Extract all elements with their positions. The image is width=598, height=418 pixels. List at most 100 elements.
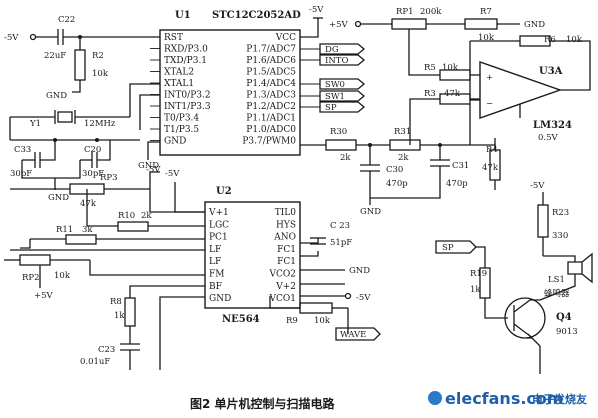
u1-left-pin-8: T1/P3.5 bbox=[164, 125, 199, 135]
c23-value: 0.01uF bbox=[80, 357, 110, 367]
c31-ref: C31 bbox=[452, 161, 469, 171]
tag-sw0: SW0 bbox=[300, 78, 366, 90]
r9-body bbox=[299, 302, 333, 314]
r23-ref: R23 bbox=[552, 208, 569, 218]
u3a-vneg: 0.5V bbox=[538, 133, 559, 143]
c22-value: 22uF bbox=[44, 51, 66, 61]
u1-left-pin-6: INT1/P3.3 bbox=[164, 102, 211, 112]
u2-part: NE564 bbox=[222, 314, 260, 325]
c23b-value: 51pF bbox=[330, 238, 352, 248]
svg-text:WAVE: WAVE bbox=[340, 330, 366, 340]
u2-right-pin-2: ANO bbox=[273, 233, 296, 243]
ls1-ref: LS1 bbox=[548, 275, 565, 285]
r4-value: 47k bbox=[482, 163, 499, 173]
r8-ref: R8 bbox=[110, 297, 122, 307]
rp2-net: +5V bbox=[34, 291, 54, 301]
r3-ref: R3 bbox=[424, 89, 436, 99]
svg-text:DG: DG bbox=[325, 45, 339, 55]
r8-value: 1k bbox=[114, 311, 125, 321]
u1-body bbox=[159, 29, 301, 156]
rp3-ref: RP3 bbox=[100, 173, 118, 183]
u2-left-pin-1: LGC bbox=[209, 220, 229, 230]
u1-right-pin-5: P1.3/ADC3 bbox=[246, 91, 296, 101]
c23b-ref: C 23 bbox=[330, 221, 350, 231]
u1-ref: U1 bbox=[175, 10, 191, 21]
u1-part: STC12C2052AD bbox=[212, 10, 301, 21]
r7-value: 10k bbox=[478, 33, 495, 43]
u1-left-pins: RSTRXD/P3.0TXD/P3.1XTAL2XTAL1INT0/P3.2IN… bbox=[150, 33, 211, 147]
r9-ref: R9 bbox=[286, 316, 298, 326]
r5-value: 10k bbox=[442, 63, 459, 73]
u1-right-pin-3: P1.5/ADC5 bbox=[246, 68, 296, 78]
tag-sp: SP bbox=[300, 101, 366, 113]
r30-body bbox=[325, 139, 357, 151]
figure-caption: 图2 单片机控制与扫描电路 bbox=[190, 396, 336, 411]
r4-ref: R4 bbox=[486, 145, 498, 155]
u2-left-pin-7: GND bbox=[209, 294, 231, 304]
u1-left-pin-1: RXD/P3.0 bbox=[164, 45, 208, 55]
u2-right-pin-0: TIL0 bbox=[275, 208, 297, 218]
r2-ref: R2 bbox=[92, 51, 104, 61]
u2-right-pin-3: FC1 bbox=[277, 245, 296, 255]
u2-left-pin-2: PC1 bbox=[209, 233, 228, 243]
q4-part: 9013 bbox=[556, 327, 578, 337]
u2-left-pin-5: FM bbox=[209, 270, 224, 280]
c33-ref: C33 bbox=[14, 145, 31, 155]
q4-body bbox=[504, 297, 546, 339]
rst-net: -5V bbox=[4, 33, 19, 43]
u2-right-pin-4: FC1 bbox=[277, 257, 296, 267]
r10-value: 2k bbox=[141, 211, 152, 221]
u3a-plus: + bbox=[486, 73, 493, 83]
y1-body bbox=[57, 111, 73, 123]
u1-right-pin-2: P1.6/ADC6 bbox=[246, 56, 296, 66]
elecfans-logo bbox=[428, 391, 442, 405]
rp3-net: -5V bbox=[146, 165, 161, 175]
c23-ref: C23 bbox=[98, 345, 115, 355]
watermark-site: elecfans.com bbox=[445, 389, 564, 408]
u1-left-pin-0: RST bbox=[164, 33, 183, 43]
u2-right-pin-1: HYS bbox=[276, 220, 296, 230]
rp1-ref: RP1 bbox=[396, 7, 414, 17]
u2-ref: U2 bbox=[216, 186, 232, 197]
r11-ref: R11 bbox=[56, 225, 73, 235]
r23-supply: -5V bbox=[530, 181, 545, 191]
u2-right-pin-5: VCO2 bbox=[269, 270, 297, 280]
r19-value: 1k bbox=[470, 285, 481, 295]
tag-sw1: SW1 bbox=[300, 90, 366, 102]
u2-right-pin-7: VCO1 bbox=[269, 294, 297, 304]
tag-sp2: SP bbox=[435, 240, 477, 254]
u2-body bbox=[204, 201, 301, 309]
r30-value: 2k bbox=[340, 153, 351, 163]
rp2-value: 10k bbox=[54, 271, 71, 281]
u1-right-pin-8: P1.0/ADC0 bbox=[246, 125, 296, 135]
r9-value: 10k bbox=[314, 316, 331, 326]
u1-left-pin-9: GND bbox=[164, 137, 186, 147]
r5-ref: R5 bbox=[424, 63, 436, 73]
u1-vcc-wire bbox=[300, 18, 319, 38]
r10-body bbox=[117, 221, 149, 232]
r23-body bbox=[537, 204, 549, 238]
r8-body bbox=[124, 297, 136, 327]
r7-ref: R7 bbox=[480, 7, 492, 17]
rp2-ref: RP2 bbox=[22, 273, 40, 283]
u1-left-pin-4: XTAL1 bbox=[164, 79, 194, 89]
u1-vcc-net: -5V bbox=[309, 5, 324, 15]
u1-right-pins: VCCP1.7/ADC7P1.6/ADC6P1.5/ADC5P1.4/ADC4P… bbox=[242, 33, 296, 147]
r2-gnd: GND bbox=[46, 91, 67, 101]
u2-supply: -5V bbox=[165, 169, 180, 179]
xtal-gnd: GND bbox=[48, 193, 69, 203]
svg-text:INTO: INTO bbox=[325, 56, 348, 66]
u1-right-pin-7: P1.1/ADC1 bbox=[246, 114, 296, 124]
tag-wave: WAVE bbox=[335, 327, 381, 341]
u2-right-pin-6: V+2 bbox=[275, 282, 296, 292]
vco1-net: -5V bbox=[356, 293, 371, 303]
r3-value: 47k bbox=[444, 89, 461, 99]
tag-dg: DG bbox=[300, 43, 366, 55]
filter-gnd: GND bbox=[360, 207, 381, 217]
q4-ref: Q4 bbox=[556, 312, 572, 323]
u3a-minus: − bbox=[486, 99, 493, 109]
r6-ref: R6 bbox=[544, 35, 556, 45]
